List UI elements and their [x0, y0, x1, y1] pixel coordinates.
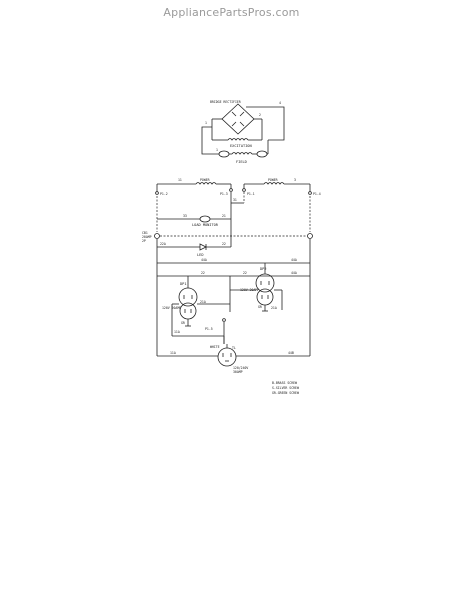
excitation-label: EXCITATION [230, 144, 252, 148]
wire-label: 21A [271, 306, 277, 310]
receptacle-dp1 [157, 275, 231, 336]
field-label: FIELD [236, 160, 247, 164]
wire-label: 44A [291, 258, 297, 262]
main-circuit [154, 182, 313, 367]
power-left-label: POWER [200, 178, 210, 182]
excitation-winding [212, 138, 262, 141]
cb-label: CB1 [142, 231, 148, 235]
dp1-label: DP1 [180, 282, 187, 286]
plug-label: P1-2 [160, 192, 168, 196]
wire-label: 44A [201, 258, 207, 262]
excitation-circuit [201, 103, 285, 158]
circuit-breaker [154, 233, 313, 239]
wire-label: 2 [259, 113, 261, 117]
legend-item: GR-GREEN SCREW [272, 391, 299, 395]
wire-label: 21A [200, 300, 206, 304]
wire-label: 21 [222, 214, 226, 218]
bridge-rectifier-label: BRIDGE RECTIFIER [210, 100, 241, 104]
dp2-label: DP2 [260, 267, 267, 271]
main-outlet [217, 344, 237, 367]
wire-label: 31 [233, 198, 237, 202]
plug-label: P1-5 [205, 327, 213, 331]
bridge-rectifier [211, 103, 263, 140]
wire-label: 44B [288, 351, 294, 355]
wire-label: 11A [170, 351, 176, 355]
load-monitor-label: LOAD MONITOR [192, 223, 219, 227]
amp-left-label: 120V 20AMP [162, 306, 181, 310]
wire-label: 22 [201, 271, 205, 275]
wire-label: 33 [183, 214, 187, 218]
field-winding [218, 140, 269, 158]
outlet-label: 30AMP [233, 370, 243, 374]
wire-label: 44A [291, 271, 297, 275]
wire-label: 11 [178, 178, 182, 182]
wire-label: 22A [160, 242, 166, 246]
legend-item: S-SILVER SCREW [272, 386, 299, 390]
wire-label: 11A [174, 330, 180, 334]
gr-left-label: GR [181, 321, 185, 325]
watermark: AppliancePartsPros.com [163, 6, 300, 19]
led-label: LED [197, 253, 204, 257]
gr-right-label: GR [258, 305, 262, 309]
wire-label: 1 [216, 148, 218, 152]
plug-label: P1-1 [247, 192, 255, 196]
tl-label: TL [232, 346, 236, 350]
cb-label: 20AMP [142, 235, 152, 239]
wire-label: 22 [243, 271, 247, 275]
outlet-label: 120/240V [233, 366, 248, 370]
wire-label: 4 [279, 101, 281, 105]
amp-right-label: 120V 20AMP [240, 288, 259, 292]
cb-label: 2P [142, 239, 146, 243]
white-label: WHITE [210, 345, 220, 349]
plug-label: P1-3 [220, 192, 228, 196]
wire-label: 3 [294, 178, 296, 182]
receptacle-dp2 [230, 263, 310, 312]
power-right-label: POWER [268, 178, 278, 182]
wire-label: 22 [222, 242, 226, 246]
wire-label: 1 [205, 121, 207, 125]
legend-item: B-BRASS SCREW [272, 381, 297, 385]
plug-label: P1-4 [313, 192, 321, 196]
